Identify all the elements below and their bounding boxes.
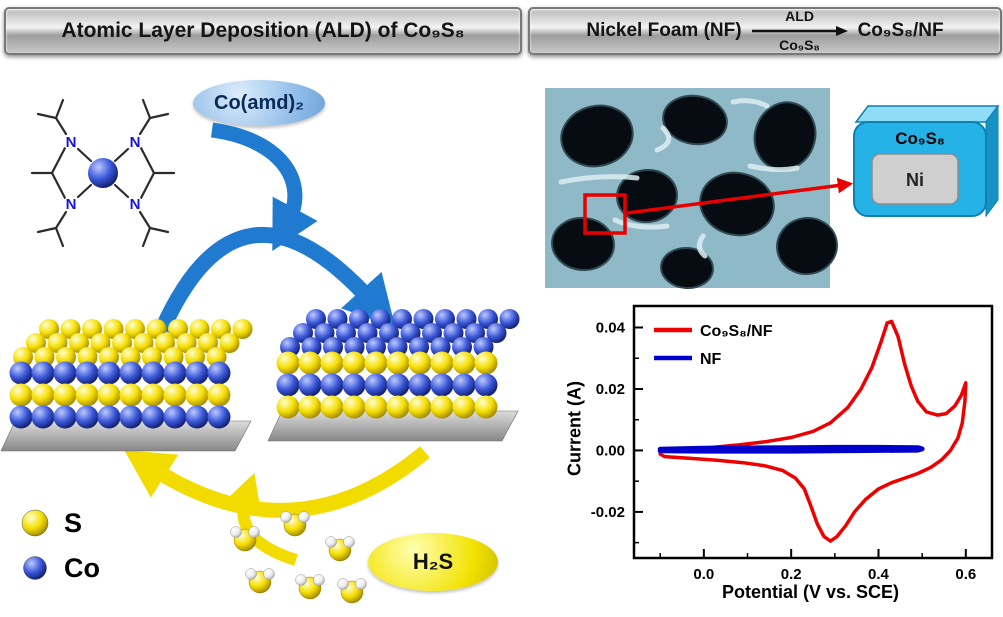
svg-text:0.2: 0.2 (781, 566, 802, 583)
legend-s-label: S (64, 507, 83, 538)
arrow-ald-label: ALD (785, 8, 814, 25)
svg-text:0.02: 0.02 (596, 381, 625, 398)
co9s8-layer-slab-right (267, 309, 520, 442)
nitrogen-atom-label: N (66, 134, 77, 151)
svg-text:0.4: 0.4 (868, 566, 890, 583)
legend-cobalt: Co (18, 551, 100, 585)
product-box-3d: Co₉S₈ Ni (853, 104, 1000, 218)
left-panel-title-banner: Atomic Layer Deposition (ALD) of Co₉S₈ (4, 7, 522, 55)
co9s8-layer-slab-left (0, 319, 253, 452)
ni-core (871, 153, 959, 205)
nitrogen-atom-label: N (130, 134, 141, 151)
reaction-arrow: ALD Co₉S₈ (751, 8, 848, 53)
arrow-co9s8-label: Co₉S₈ (779, 37, 820, 53)
svg-text:0.0: 0.0 (693, 566, 714, 583)
legend-sulfur: S (18, 506, 82, 540)
h2s-label: H₂S (412, 549, 454, 574)
cv-y-axis-label: Current (A) (564, 381, 585, 476)
legend-co-label: Co (64, 552, 100, 583)
box-co9s8-label: Co₉S₈ (895, 129, 945, 148)
cobalt-center-sphere (88, 158, 118, 188)
svg-text:0.00: 0.00 (596, 442, 625, 459)
product-label: Co₉S₈/NF (857, 20, 944, 41)
h2s-molecule-cluster (230, 511, 367, 604)
cv-plot-area: 0.0 0.2 0.4 0.6 -0.02 0.00 0.02 0.04 Co₉S₈/NF NF (591, 304, 994, 583)
svg-text:0.04: 0.04 (596, 320, 626, 337)
sulfur-sphere-icon (21, 509, 49, 537)
sem-nickel-foam-image (545, 88, 838, 290)
blue-arrow-precursor (210, 122, 318, 252)
right-panel-title-banner: Nickel Foam (NF) ALD Co₉S₈ Co₉S₈/NF (528, 7, 1002, 55)
precursor-label: Co(amd)₂ (214, 91, 304, 114)
svg-text:Co₉S₈/NF: Co₉S₈/NF (700, 323, 773, 340)
right-arrow-icon (751, 26, 848, 36)
ni-label: Ni (906, 170, 924, 190)
nitrogen-atom-label: N (66, 196, 77, 213)
nickel-foam-label: Nickel Foam (NF) (586, 20, 742, 41)
svg-text:-0.02: -0.02 (591, 504, 625, 521)
precursor-molecule-diagram: N N N N (30, 98, 176, 248)
svg-text:0.6: 0.6 (955, 566, 976, 583)
cobalt-sphere-icon (23, 556, 47, 580)
h2s-label-pill: H₂S (368, 533, 498, 591)
precursor-label-pill: Co(amd)₂ (193, 80, 325, 126)
svg-text:NF: NF (700, 351, 722, 368)
cv-x-axis-label: Potential (V vs. SCE) (721, 582, 900, 602)
sem-highlight-box (583, 193, 627, 235)
left-panel-title: Atomic Layer Deposition (ALD) of Co₉S₈ (61, 19, 465, 42)
nitrogen-atom-label: N (130, 196, 141, 213)
